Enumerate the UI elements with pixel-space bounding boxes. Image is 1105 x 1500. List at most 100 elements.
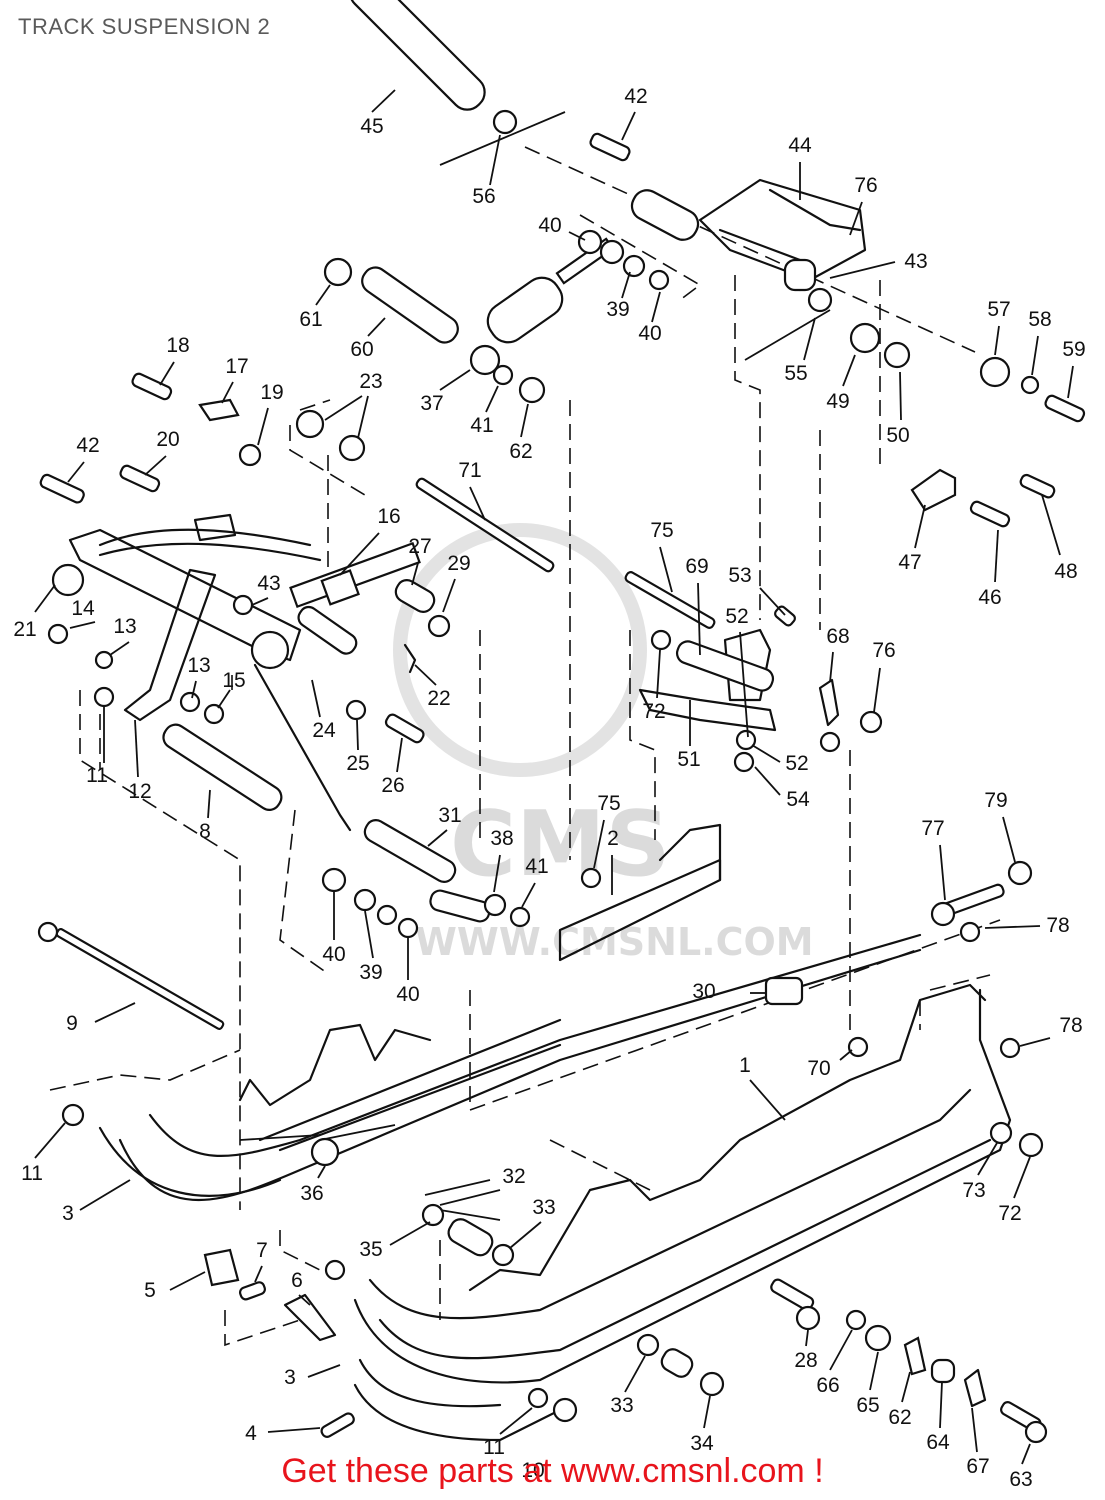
callout-c62b: 62	[888, 1406, 911, 1429]
callout-c22: 22	[427, 687, 450, 710]
callout-c5: 5	[144, 1279, 156, 1302]
callout-c18: 18	[166, 334, 189, 357]
bushing-parts-49-50-55-57	[744, 287, 1086, 423]
callout-c33b: 33	[610, 1394, 633, 1417]
callout-c77: 77	[921, 817, 944, 840]
callout-c1: 1	[739, 1054, 751, 1077]
callout-c11b: 11	[21, 1162, 43, 1185]
callout-c14: 14	[71, 597, 95, 620]
callout-c2: 2	[607, 827, 619, 850]
callout-c13a: 13	[113, 615, 136, 638]
callout-c68: 68	[826, 625, 849, 648]
callout-c67: 67	[966, 1455, 989, 1478]
callout-c45: 45	[360, 115, 383, 138]
watermark: CMS WWW.CMSNL.COM	[393, 523, 814, 964]
callout-c46: 46	[978, 586, 1001, 609]
callout-c40c: 40	[322, 943, 345, 966]
callout-c35: 35	[359, 1238, 382, 1261]
callout-c79: 79	[984, 789, 1007, 812]
callout-c60: 60	[350, 338, 373, 361]
callout-c19: 19	[260, 381, 283, 404]
watermark-logo: CMS	[450, 792, 670, 897]
slide-rail-right-part-1	[353, 983, 1012, 1442]
callout-c57: 57	[987, 298, 1010, 321]
shaft-part-45	[348, 0, 566, 166]
callout-c63: 63	[1009, 1468, 1032, 1491]
callout-c29: 29	[447, 552, 470, 575]
callout-c11c: 11	[483, 1436, 505, 1459]
callout-c31: 31	[438, 804, 461, 827]
callout-c25: 25	[346, 752, 369, 775]
footer-link[interactable]: Get these parts at www.cmsnl.com !	[281, 1452, 824, 1490]
callout-c41b: 41	[525, 855, 548, 878]
shaft-part-8	[162, 723, 283, 811]
callout-c13b: 13	[187, 654, 210, 677]
callout-c43b: 43	[257, 572, 280, 595]
callout-c4: 4	[245, 1422, 257, 1445]
callout-c58: 58	[1028, 308, 1051, 331]
stopper-part-30	[750, 976, 804, 1006]
bolts-18-20-42	[39, 372, 262, 504]
guide-lines	[49, 146, 1001, 1347]
parts-75-79-77-78	[580, 860, 1041, 943]
callout-c72a: 72	[642, 700, 665, 723]
callout-c3b: 3	[284, 1366, 296, 1389]
callout-c47: 47	[898, 551, 921, 574]
callout-c76a: 76	[854, 174, 877, 197]
callout-c75a: 75	[650, 519, 673, 542]
callout-c23: 23	[359, 370, 382, 393]
bracket-part-47	[910, 468, 1056, 528]
callout-c54: 54	[786, 788, 810, 811]
slide-rail-left-part-3	[98, 933, 922, 1202]
leader-lines	[34, 89, 1074, 1465]
lower-parts-right	[770, 1278, 1048, 1444]
callout-c40d: 40	[396, 983, 419, 1006]
callout-c61: 61	[299, 308, 322, 331]
callout-c78b: 78	[1059, 1014, 1082, 1037]
bushings-23	[295, 409, 366, 462]
callout-c40a: 40	[538, 214, 561, 237]
callout-c53: 53	[728, 564, 751, 587]
callout-c42b: 42	[76, 434, 99, 457]
lower-parts-left	[61, 1103, 396, 1438]
collar-part-60-61	[323, 257, 459, 344]
callout-c26: 26	[381, 774, 404, 797]
front-arm-assembly	[51, 513, 451, 832]
callout-c6: 6	[291, 1269, 303, 1292]
callout-c34: 34	[690, 1432, 714, 1455]
callout-c41a: 41	[470, 414, 493, 437]
callout-c71: 71	[458, 459, 481, 482]
callout-c9: 9	[66, 1012, 78, 1035]
callout-c8: 8	[199, 820, 211, 843]
callout-c43a: 43	[904, 250, 927, 273]
callout-c52a: 52	[725, 605, 748, 628]
page-title: TRACK SUSPENSION 2	[18, 14, 271, 39]
bolt-part-42-top	[589, 132, 631, 162]
callout-c69: 69	[685, 555, 708, 578]
callout-c48: 48	[1054, 560, 1077, 583]
callout-c40b: 40	[638, 322, 661, 345]
callout-c33a: 33	[532, 1196, 555, 1219]
callout-c44: 44	[788, 134, 812, 157]
callout-c75b: 75	[597, 792, 620, 815]
callout-c50: 50	[886, 424, 909, 447]
callout-c78a: 78	[1046, 914, 1069, 937]
callout-c36: 36	[300, 1182, 323, 1205]
callout-c38: 38	[490, 827, 513, 850]
callout-c70: 70	[807, 1057, 830, 1080]
rail-bracket-part-2	[558, 823, 722, 962]
callout-c52b: 52	[785, 752, 808, 775]
callout-c3a: 3	[62, 1202, 74, 1225]
callout-c59: 59	[1062, 338, 1085, 361]
callout-c39b: 39	[359, 961, 382, 984]
shaft-part-31	[321, 819, 531, 939]
callout-c37: 37	[420, 392, 443, 415]
callout-c10: 10	[521, 1459, 544, 1482]
middle-arm-assembly	[624, 571, 883, 773]
callout-c49: 49	[826, 390, 849, 413]
callout-c76b: 76	[872, 639, 895, 662]
callout-c72b: 72	[998, 1202, 1021, 1225]
callout-c7: 7	[256, 1239, 268, 1262]
callout-c17: 17	[225, 355, 248, 378]
